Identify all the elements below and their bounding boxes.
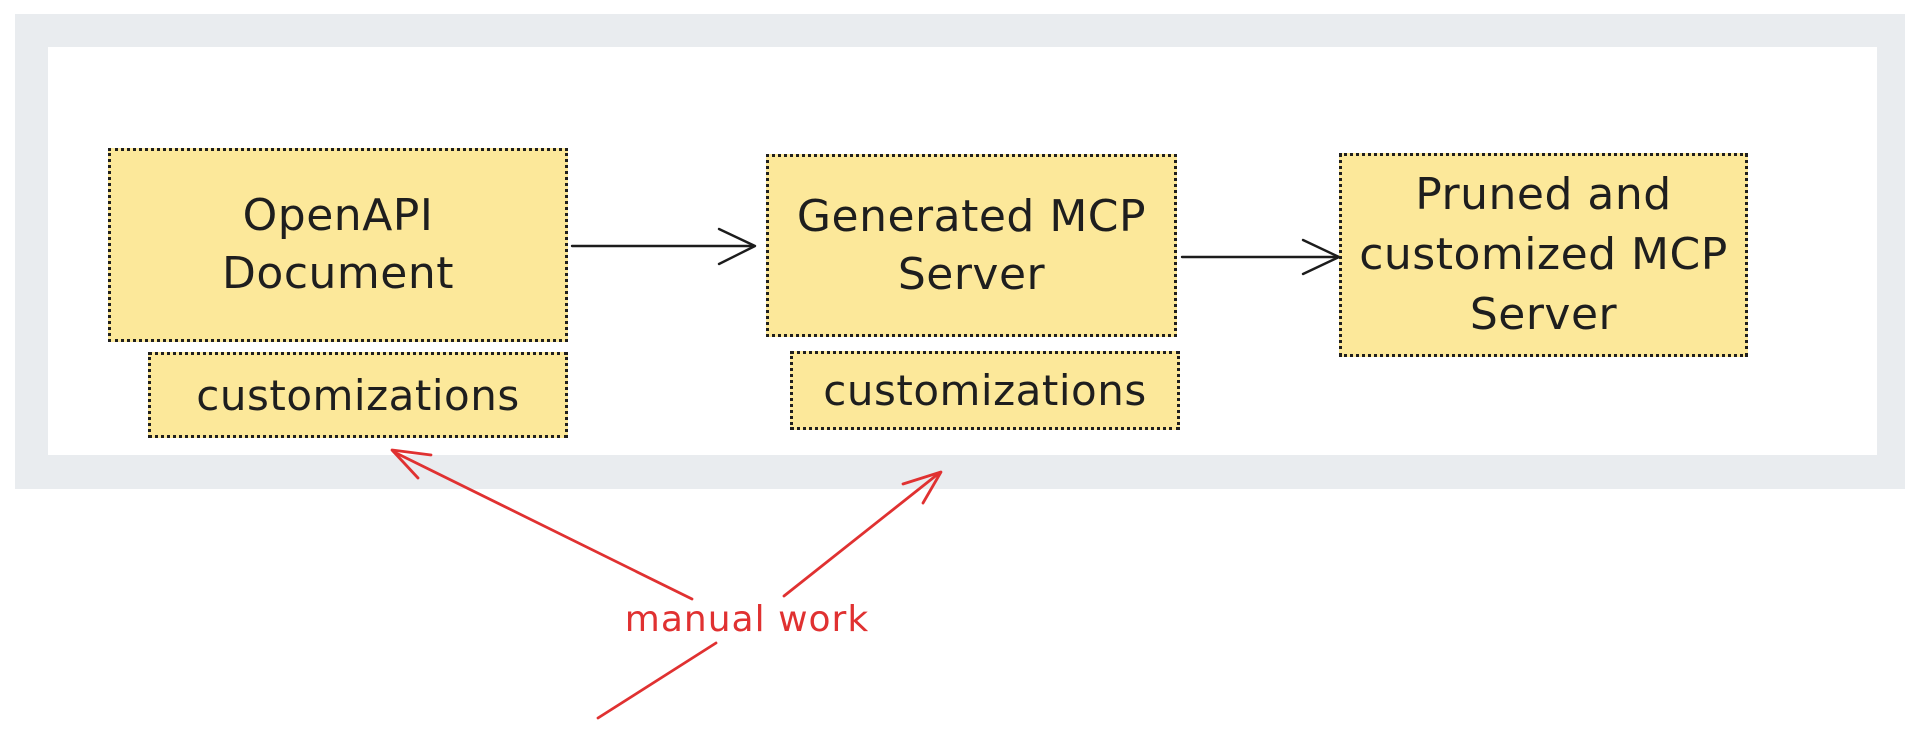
manual-work-tail-line — [596, 641, 718, 720]
node-openapi-document: OpenAPI Document — [108, 148, 568, 342]
node-pruned-customized-mcp-server: Pruned and customized MCP Server — [1339, 153, 1748, 357]
manual-work-arrow-right — [782, 470, 943, 598]
node-openapi-document-label: OpenAPI Document — [222, 190, 454, 299]
manual-work-label: manual work — [624, 599, 870, 640]
node-generated-mcp-server: Generated MCP Server — [766, 154, 1177, 337]
node-customizations-left-label: customizations — [196, 370, 520, 420]
node-customizations-right-label: customizations — [823, 366, 1147, 415]
node-generated-mcp-server-label: Generated MCP Server — [796, 190, 1147, 300]
node-customizations-right: customizations — [790, 351, 1180, 430]
node-customizations-left: customizations — [148, 352, 568, 438]
node-pruned-customized-mcp-server-label: Pruned and customized MCP Server — [1359, 169, 1728, 340]
